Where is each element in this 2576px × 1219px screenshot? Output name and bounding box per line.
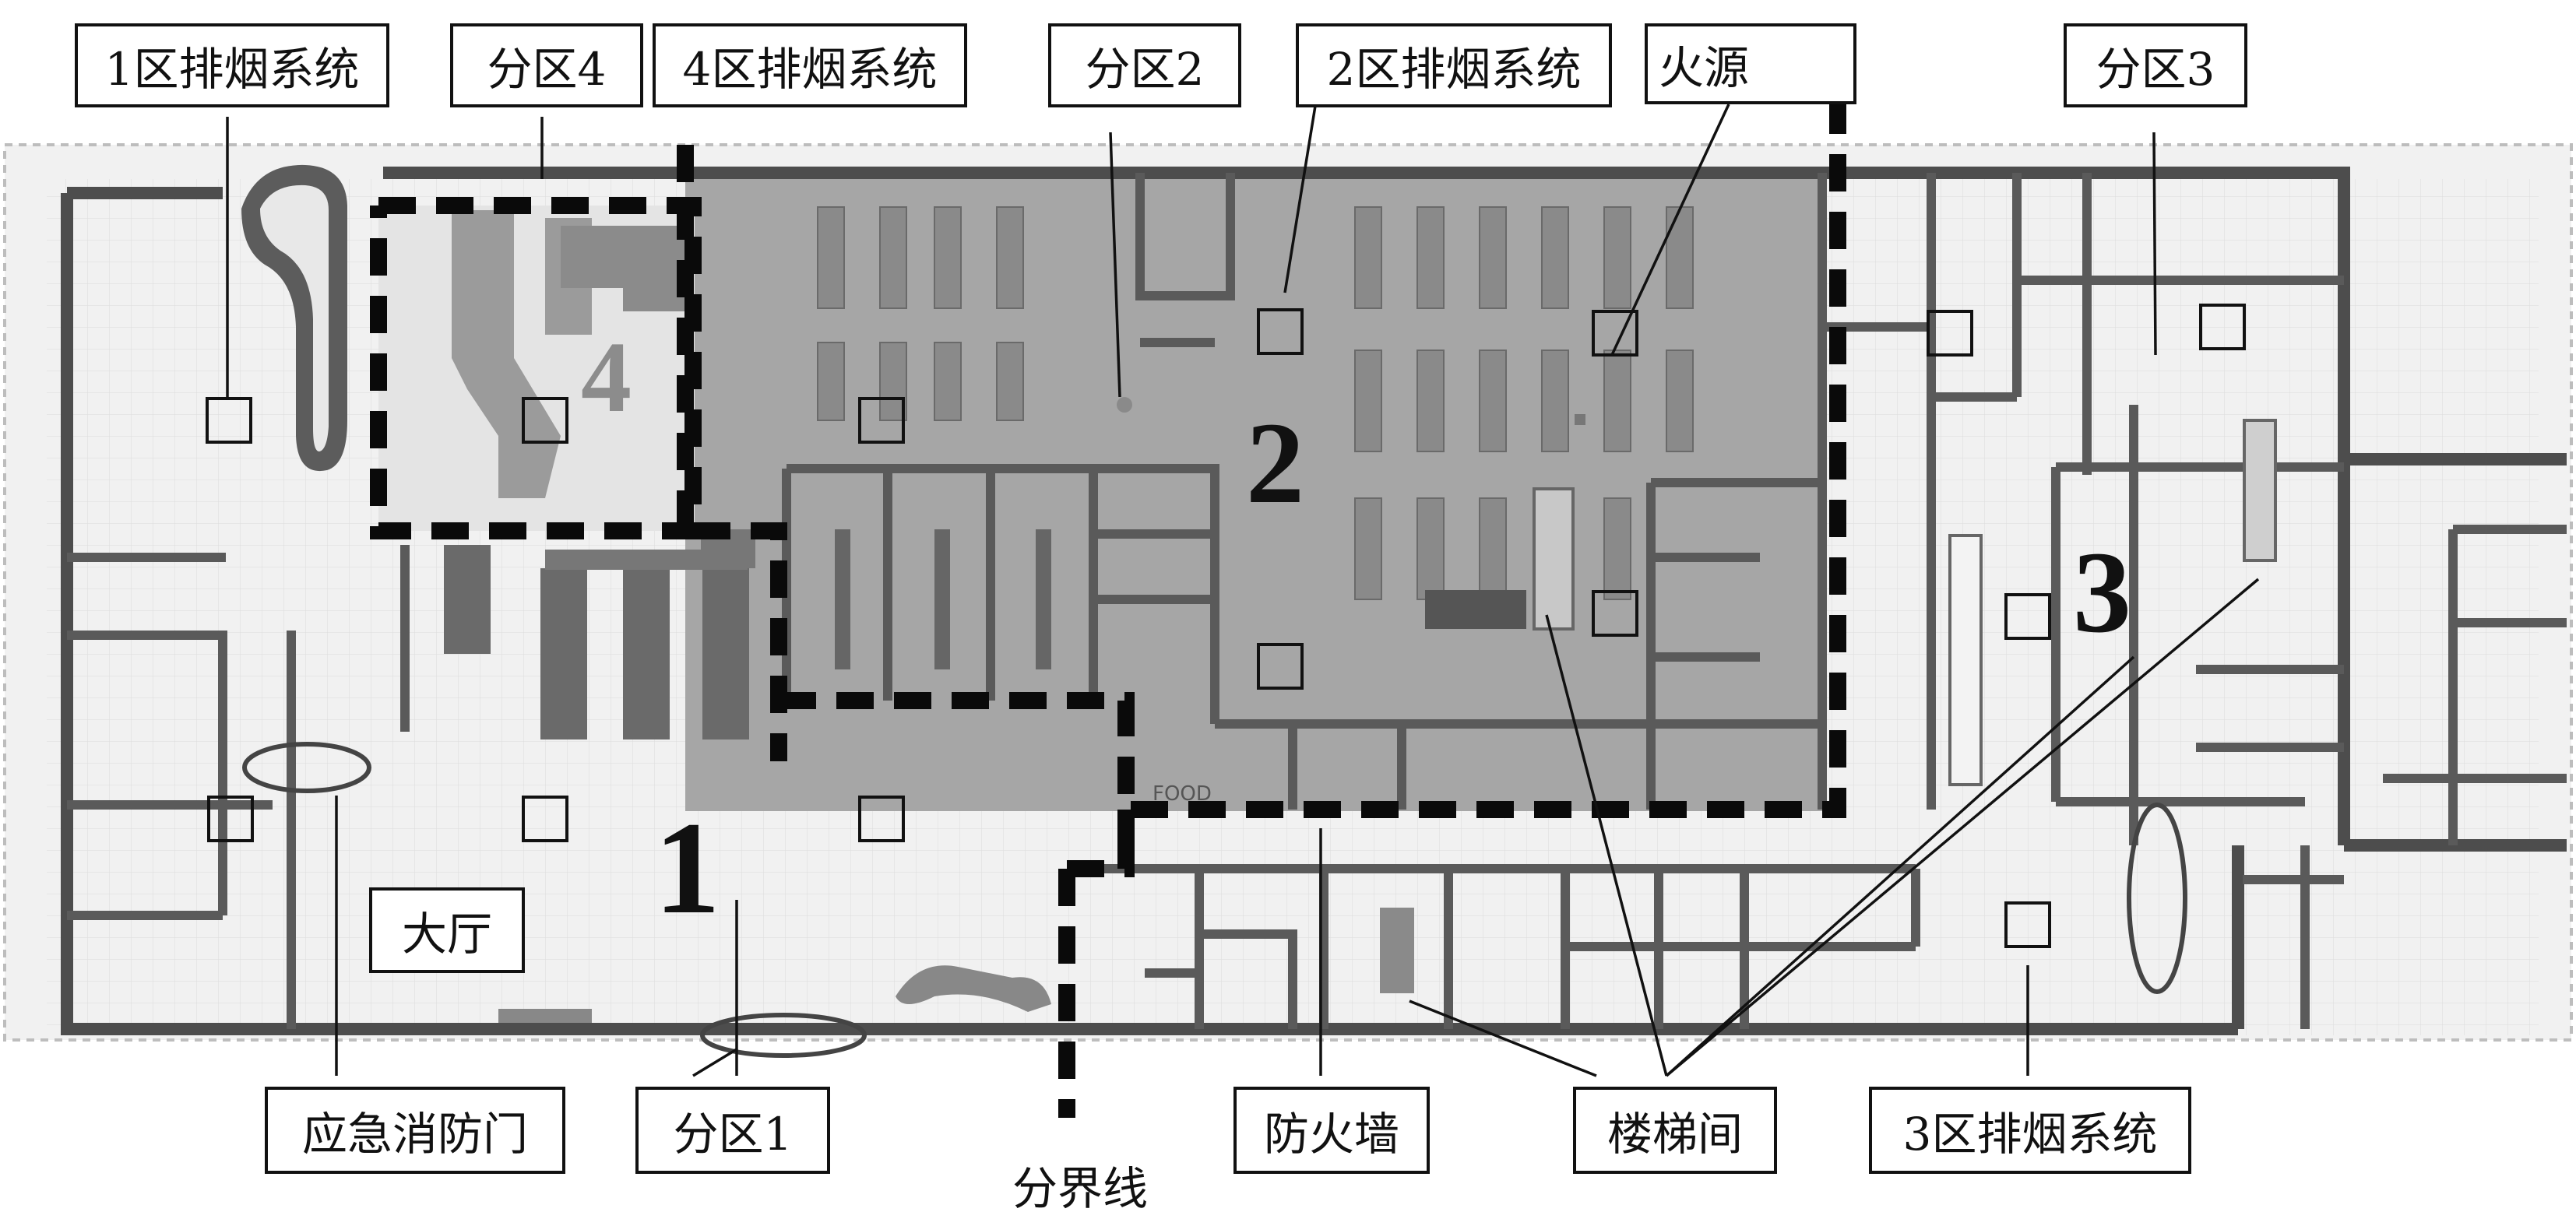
label-lobby: 大厅 <box>369 887 525 973</box>
zone2-area <box>685 173 1822 811</box>
stair-zone2 <box>1533 487 1575 631</box>
zone4-smoke-duct <box>452 210 685 498</box>
label-fire-source: 火源 <box>1645 23 1856 104</box>
label-zone2: 分区2 <box>1048 23 1241 107</box>
zone1-smoke-duct-inner <box>260 184 329 451</box>
equipment-blocks <box>444 529 755 739</box>
partition-boundaries <box>370 101 1846 1118</box>
zone-number-3: 3 <box>2073 528 2131 657</box>
kiosks <box>835 529 1051 669</box>
zone-number-4: 4 <box>581 321 632 434</box>
counter-block <box>1425 590 1526 629</box>
exterior-walls <box>61 167 2567 1035</box>
emergency-door-markers <box>242 742 2187 1058</box>
interior-walls <box>67 173 2567 1029</box>
label-zone3-smoke: 3区排烟系统 <box>1869 1087 2191 1174</box>
zone-number-2: 2 <box>1246 399 1304 528</box>
label-stairwell: 楼梯间 <box>1573 1087 1777 1174</box>
label-zone4-smoke: 4区排烟系统 <box>653 23 967 107</box>
fire-source-text: 火源 <box>1659 41 1750 94</box>
floor-marking: FOOD <box>1153 782 1212 806</box>
label-emergency-door: 应急消防门 <box>265 1087 565 1174</box>
counter-zone3 <box>1948 534 1983 786</box>
small-devices <box>498 397 1585 1023</box>
label-zone3: 分区3 <box>2064 23 2247 107</box>
leader-lines <box>226 100 2260 1077</box>
seating-rows <box>817 206 1694 600</box>
label-zone1-smoke: 1区排烟系统 <box>75 23 389 107</box>
label-boundary: 分界线 <box>1012 1162 1149 1215</box>
label-zone2-smoke: 2区排烟系统 <box>1296 23 1612 107</box>
smoke-detectors <box>206 304 2246 948</box>
stair-lower <box>1380 908 1414 993</box>
label-zone1: 分区1 <box>635 1087 830 1174</box>
zone-number-1: 1 <box>654 795 720 941</box>
label-zone4: 分区4 <box>450 23 643 107</box>
label-firewall: 防火墙 <box>1233 1087 1430 1174</box>
stair-zone3 <box>2243 419 2277 562</box>
